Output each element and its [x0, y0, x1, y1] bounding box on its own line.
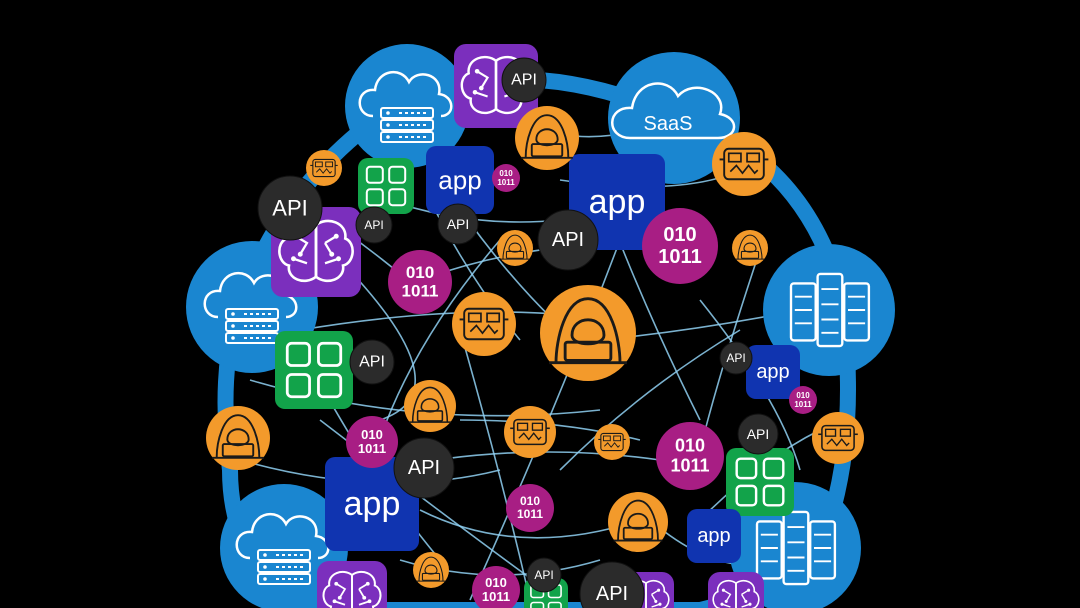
bot-node [504, 406, 556, 458]
data-node [642, 208, 718, 284]
saas-node [608, 52, 740, 184]
node-label: API [552, 229, 584, 251]
node-label: API [511, 72, 537, 89]
node-label: API [726, 351, 745, 365]
server-node [763, 244, 895, 376]
api-node [257, 175, 323, 241]
bot-node [452, 292, 516, 356]
node-label: app [589, 183, 646, 221]
app-node [426, 146, 494, 214]
bot-node [306, 150, 342, 186]
api-node [501, 57, 547, 103]
node-label: 1011 [794, 400, 812, 409]
grid-node [358, 158, 414, 214]
node-label: 010 [499, 169, 513, 178]
network-nodes: SaaSappappappappapp010101101010110101011… [186, 44, 895, 608]
node-label: API [747, 426, 770, 442]
data-node [346, 416, 398, 468]
node-label: app [344, 485, 401, 523]
connection-link [459, 329, 531, 601]
data-node [656, 422, 724, 490]
node-label: 1011 [482, 589, 510, 604]
saas-cloud-icon [611, 82, 736, 140]
node-label: API [364, 218, 383, 232]
data-node [506, 484, 554, 532]
grid-node [275, 331, 353, 409]
api-node [355, 206, 393, 244]
bot-node [712, 132, 776, 196]
node-label: app [438, 165, 481, 195]
app-node [687, 509, 741, 563]
api-node [579, 561, 645, 608]
node-label: 010 [406, 263, 434, 282]
bot-node [594, 424, 630, 460]
node-label: API [534, 568, 553, 582]
data-node [789, 386, 817, 414]
data-node [492, 164, 520, 192]
node-label: 010 [361, 427, 383, 442]
app-node [746, 345, 800, 399]
node-label: 1011 [658, 246, 701, 268]
grid-node [726, 448, 794, 516]
api-node [393, 437, 455, 499]
app-node [325, 457, 419, 551]
node-label: API [596, 583, 628, 605]
api-node [719, 341, 753, 375]
node-label: API [408, 457, 440, 479]
node-label: 1011 [517, 507, 543, 521]
data-node [388, 250, 452, 314]
node-label: 010 [485, 575, 507, 590]
node-label: 1011 [402, 281, 439, 300]
api-node [537, 209, 599, 271]
api-node [437, 203, 479, 245]
api-node [737, 413, 779, 455]
node-label: 010 [663, 224, 696, 246]
node-label: 1011 [670, 455, 709, 475]
connection-link [469, 239, 621, 601]
cloud-node [345, 44, 469, 168]
api-node [526, 557, 562, 593]
data-node [472, 566, 520, 608]
node-label: app [756, 361, 789, 383]
node-label: 010 [796, 391, 810, 400]
bot-node [812, 412, 864, 464]
node-label: SaaS [644, 113, 693, 135]
cloud-node [220, 484, 348, 608]
node-label: 010 [675, 436, 705, 456]
node-label: API [447, 216, 470, 232]
connection-link [559, 329, 741, 471]
node-label: 1011 [358, 441, 386, 456]
node-label: 1011 [497, 178, 515, 187]
node-label: 010 [520, 494, 540, 508]
node-label: app [697, 525, 730, 547]
node-label: API [359, 354, 385, 371]
node-label: API [272, 196, 307, 221]
api-node [349, 339, 395, 385]
